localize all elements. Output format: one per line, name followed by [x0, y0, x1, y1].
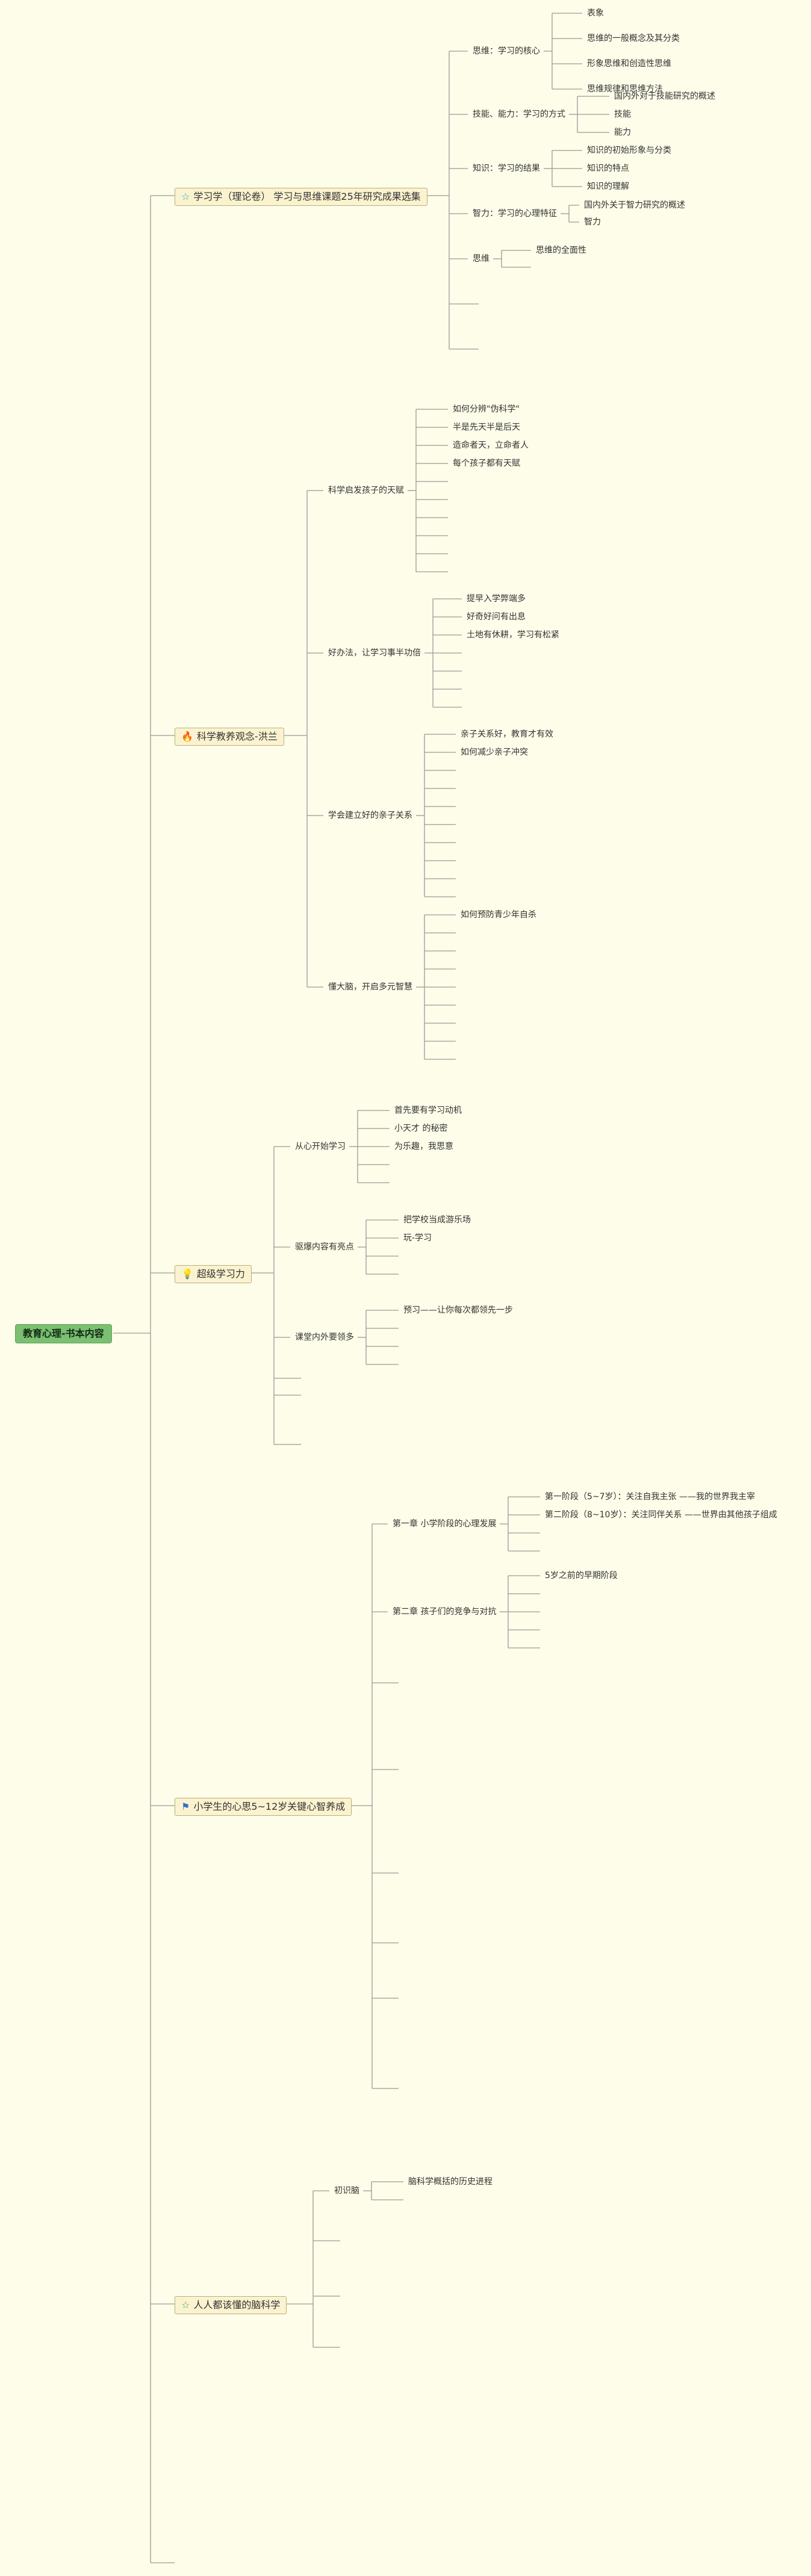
- topic-label: 超级学习力: [196, 1268, 245, 1280]
- topic-label: 学习学（理论卷） 学习与思维课题25年研究成果选集: [193, 191, 421, 202]
- subtopic-node[interactable]: 技能、能力：学习的方式: [473, 110, 565, 119]
- leaf-node[interactable]: 知识的特点: [587, 164, 629, 173]
- leaf-node[interactable]: 知识的初始形象与分类: [587, 146, 671, 155]
- leaf-node[interactable]: 造命者天，立命者人: [453, 441, 529, 450]
- leaf-node[interactable]: 第一阶段（5~7岁）：关注自我主张 ——我的世界我主宰: [545, 1492, 755, 1502]
- leaf-node[interactable]: 半是先天半是后天: [453, 423, 520, 432]
- leaf-node[interactable]: 土地有休耕，学习有松紧: [467, 630, 559, 640]
- leaf-node[interactable]: 玩-学习: [403, 1233, 432, 1243]
- subtopic-node[interactable]: 思维: [473, 254, 489, 264]
- leaf-node[interactable]: 技能: [614, 110, 631, 119]
- topic-node-5[interactable]: ☆人人都该懂的脑科学: [175, 2296, 287, 2314]
- topic-node-2[interactable]: 🔥科学教养观念-洪兰: [175, 728, 284, 746]
- subtopic-node[interactable]: 第二章 孩子们的竞争与对抗: [393, 1607, 497, 1617]
- subtopic-node[interactable]: 从心开始学习: [295, 1142, 346, 1151]
- leaf-node[interactable]: 好奇好问有出息: [467, 612, 526, 622]
- fire-icon: 🔥: [181, 731, 193, 742]
- topic-label: 人人都该懂的脑科学: [193, 2299, 281, 2311]
- subtopic-node[interactable]: 初识脑: [334, 2186, 359, 2196]
- leaf-node[interactable]: 预习——让你每次都领先一步: [403, 1305, 513, 1315]
- leaf-node[interactable]: 亲子关系好，教育才有效: [461, 729, 553, 739]
- leaf-node[interactable]: 脑科学概括的历史进程: [408, 2177, 493, 2187]
- leaf-node[interactable]: 小天才 的秘密: [394, 1124, 448, 1133]
- topic-node-4[interactable]: ⚑小学生的心思5~12岁关键心智养成: [175, 1798, 352, 1816]
- leaf-node[interactable]: 思维的全面性: [536, 246, 586, 255]
- leaf-node[interactable]: 为乐趣，我思意: [394, 1142, 453, 1151]
- leaf-node[interactable]: 国内外关于智力研究的概述: [584, 200, 685, 210]
- subtopic-node[interactable]: 课堂内外要领多: [295, 1333, 354, 1342]
- subtopic-node[interactable]: 驱爆内容有亮点: [295, 1242, 354, 1252]
- subtopic-node[interactable]: 知识：学习的结果: [473, 164, 540, 173]
- leaf-node[interactable]: 每个孩子都有天赋: [453, 459, 520, 468]
- subtopic-node[interactable]: 第一章 小学阶段的心理发展: [393, 1519, 497, 1529]
- leaf-node[interactable]: 思维的一般概念及其分类: [587, 34, 680, 43]
- leaf-node[interactable]: 国内外对于技能研究的概述: [614, 91, 715, 101]
- topic-label: 科学教养观念-洪兰: [196, 731, 278, 742]
- leaf-node[interactable]: 把学校当成游乐场: [403, 1215, 471, 1225]
- leaf-node[interactable]: 知识的理解: [587, 182, 629, 191]
- leaf-node[interactable]: 5岁之前的早期阶段: [545, 1571, 618, 1581]
- leaf-node[interactable]: 如何预防青少年自杀: [461, 910, 536, 920]
- leaf-node[interactable]: 表象: [587, 8, 604, 18]
- subtopic-node[interactable]: 思维：学习的核心: [473, 46, 540, 56]
- star-outline-icon: ☆: [181, 191, 190, 202]
- flag-icon: ⚑: [181, 1801, 190, 1812]
- star-outline-icon: ☆: [181, 2299, 190, 2311]
- leaf-node[interactable]: 首先要有学习动机: [394, 1106, 462, 1115]
- leaf-node[interactable]: 如何减少亲子冲突: [461, 748, 528, 757]
- subtopic-node[interactable]: 科学启发孩子的天赋: [328, 486, 404, 495]
- leaf-node[interactable]: 形象思维和创造性思维: [587, 59, 671, 69]
- leaf-node[interactable]: 智力: [584, 217, 601, 227]
- leaf-node[interactable]: 提早入学弊端多: [467, 594, 526, 604]
- topic-node-1[interactable]: ☆学习学（理论卷） 学习与思维课题25年研究成果选集: [175, 188, 427, 206]
- subtopic-node[interactable]: 智力：学习的心理特征: [473, 209, 557, 218]
- subtopic-node[interactable]: 懂大脑，开启多元智慧: [328, 982, 412, 992]
- topic-label: 小学生的心思5~12岁关键心智养成: [193, 1801, 346, 1812]
- leaf-node[interactable]: 如何分辨"伪科学": [453, 404, 520, 414]
- leaf-node[interactable]: 思维规律和思维方法: [587, 84, 663, 94]
- subtopic-node[interactable]: 好办法，让学习事半功倍: [328, 648, 421, 658]
- topic-node-3[interactable]: 💡超级学习力: [175, 1265, 252, 1283]
- root-node[interactable]: 教育心理-书本内容: [15, 1324, 112, 1343]
- leaf-node[interactable]: 第二阶段（8~10岁）：关注同伴关系 ——世界由其他孩子组成: [545, 1510, 777, 1520]
- leaf-node[interactable]: 能力: [614, 128, 631, 137]
- subtopic-node[interactable]: 学会建立好的亲子关系: [328, 811, 412, 820]
- bulb-icon: 💡: [181, 1268, 193, 1280]
